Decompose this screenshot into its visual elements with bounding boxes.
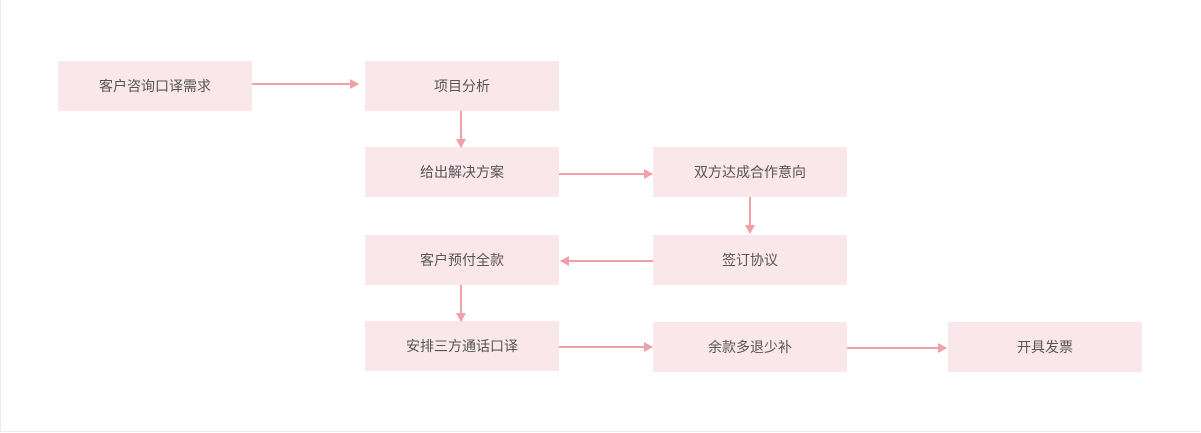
step-invoice-label: 开具发票 xyxy=(1017,340,1073,356)
step-sign: 签订协议 xyxy=(653,235,847,285)
step-agreement-intent-label: 双方达成合作意向 xyxy=(694,165,806,181)
step-refund: 余款多退少补 xyxy=(653,322,847,372)
step-invoice: 开具发票 xyxy=(948,322,1142,372)
step-solution-label: 给出解决方案 xyxy=(420,165,504,181)
step-inquiry-label: 客户咨询口译需求 xyxy=(99,79,211,95)
step-analysis-label: 项目分析 xyxy=(434,79,490,95)
step-solution: 给出解决方案 xyxy=(365,147,559,197)
step-arrange-label: 安排三方通话口译 xyxy=(406,339,518,355)
step-sign-label: 签订协议 xyxy=(722,253,778,269)
step-inquiry: 客户咨询口译需求 xyxy=(58,61,252,111)
step-prepay: 客户预付全款 xyxy=(365,235,559,285)
step-arrange: 安排三方通话口译 xyxy=(365,321,559,371)
step-agreement-intent: 双方达成合作意向 xyxy=(653,147,847,197)
step-analysis: 项目分析 xyxy=(365,61,559,111)
step-refund-label: 余款多退少补 xyxy=(708,340,792,356)
step-prepay-label: 客户预付全款 xyxy=(420,253,504,269)
